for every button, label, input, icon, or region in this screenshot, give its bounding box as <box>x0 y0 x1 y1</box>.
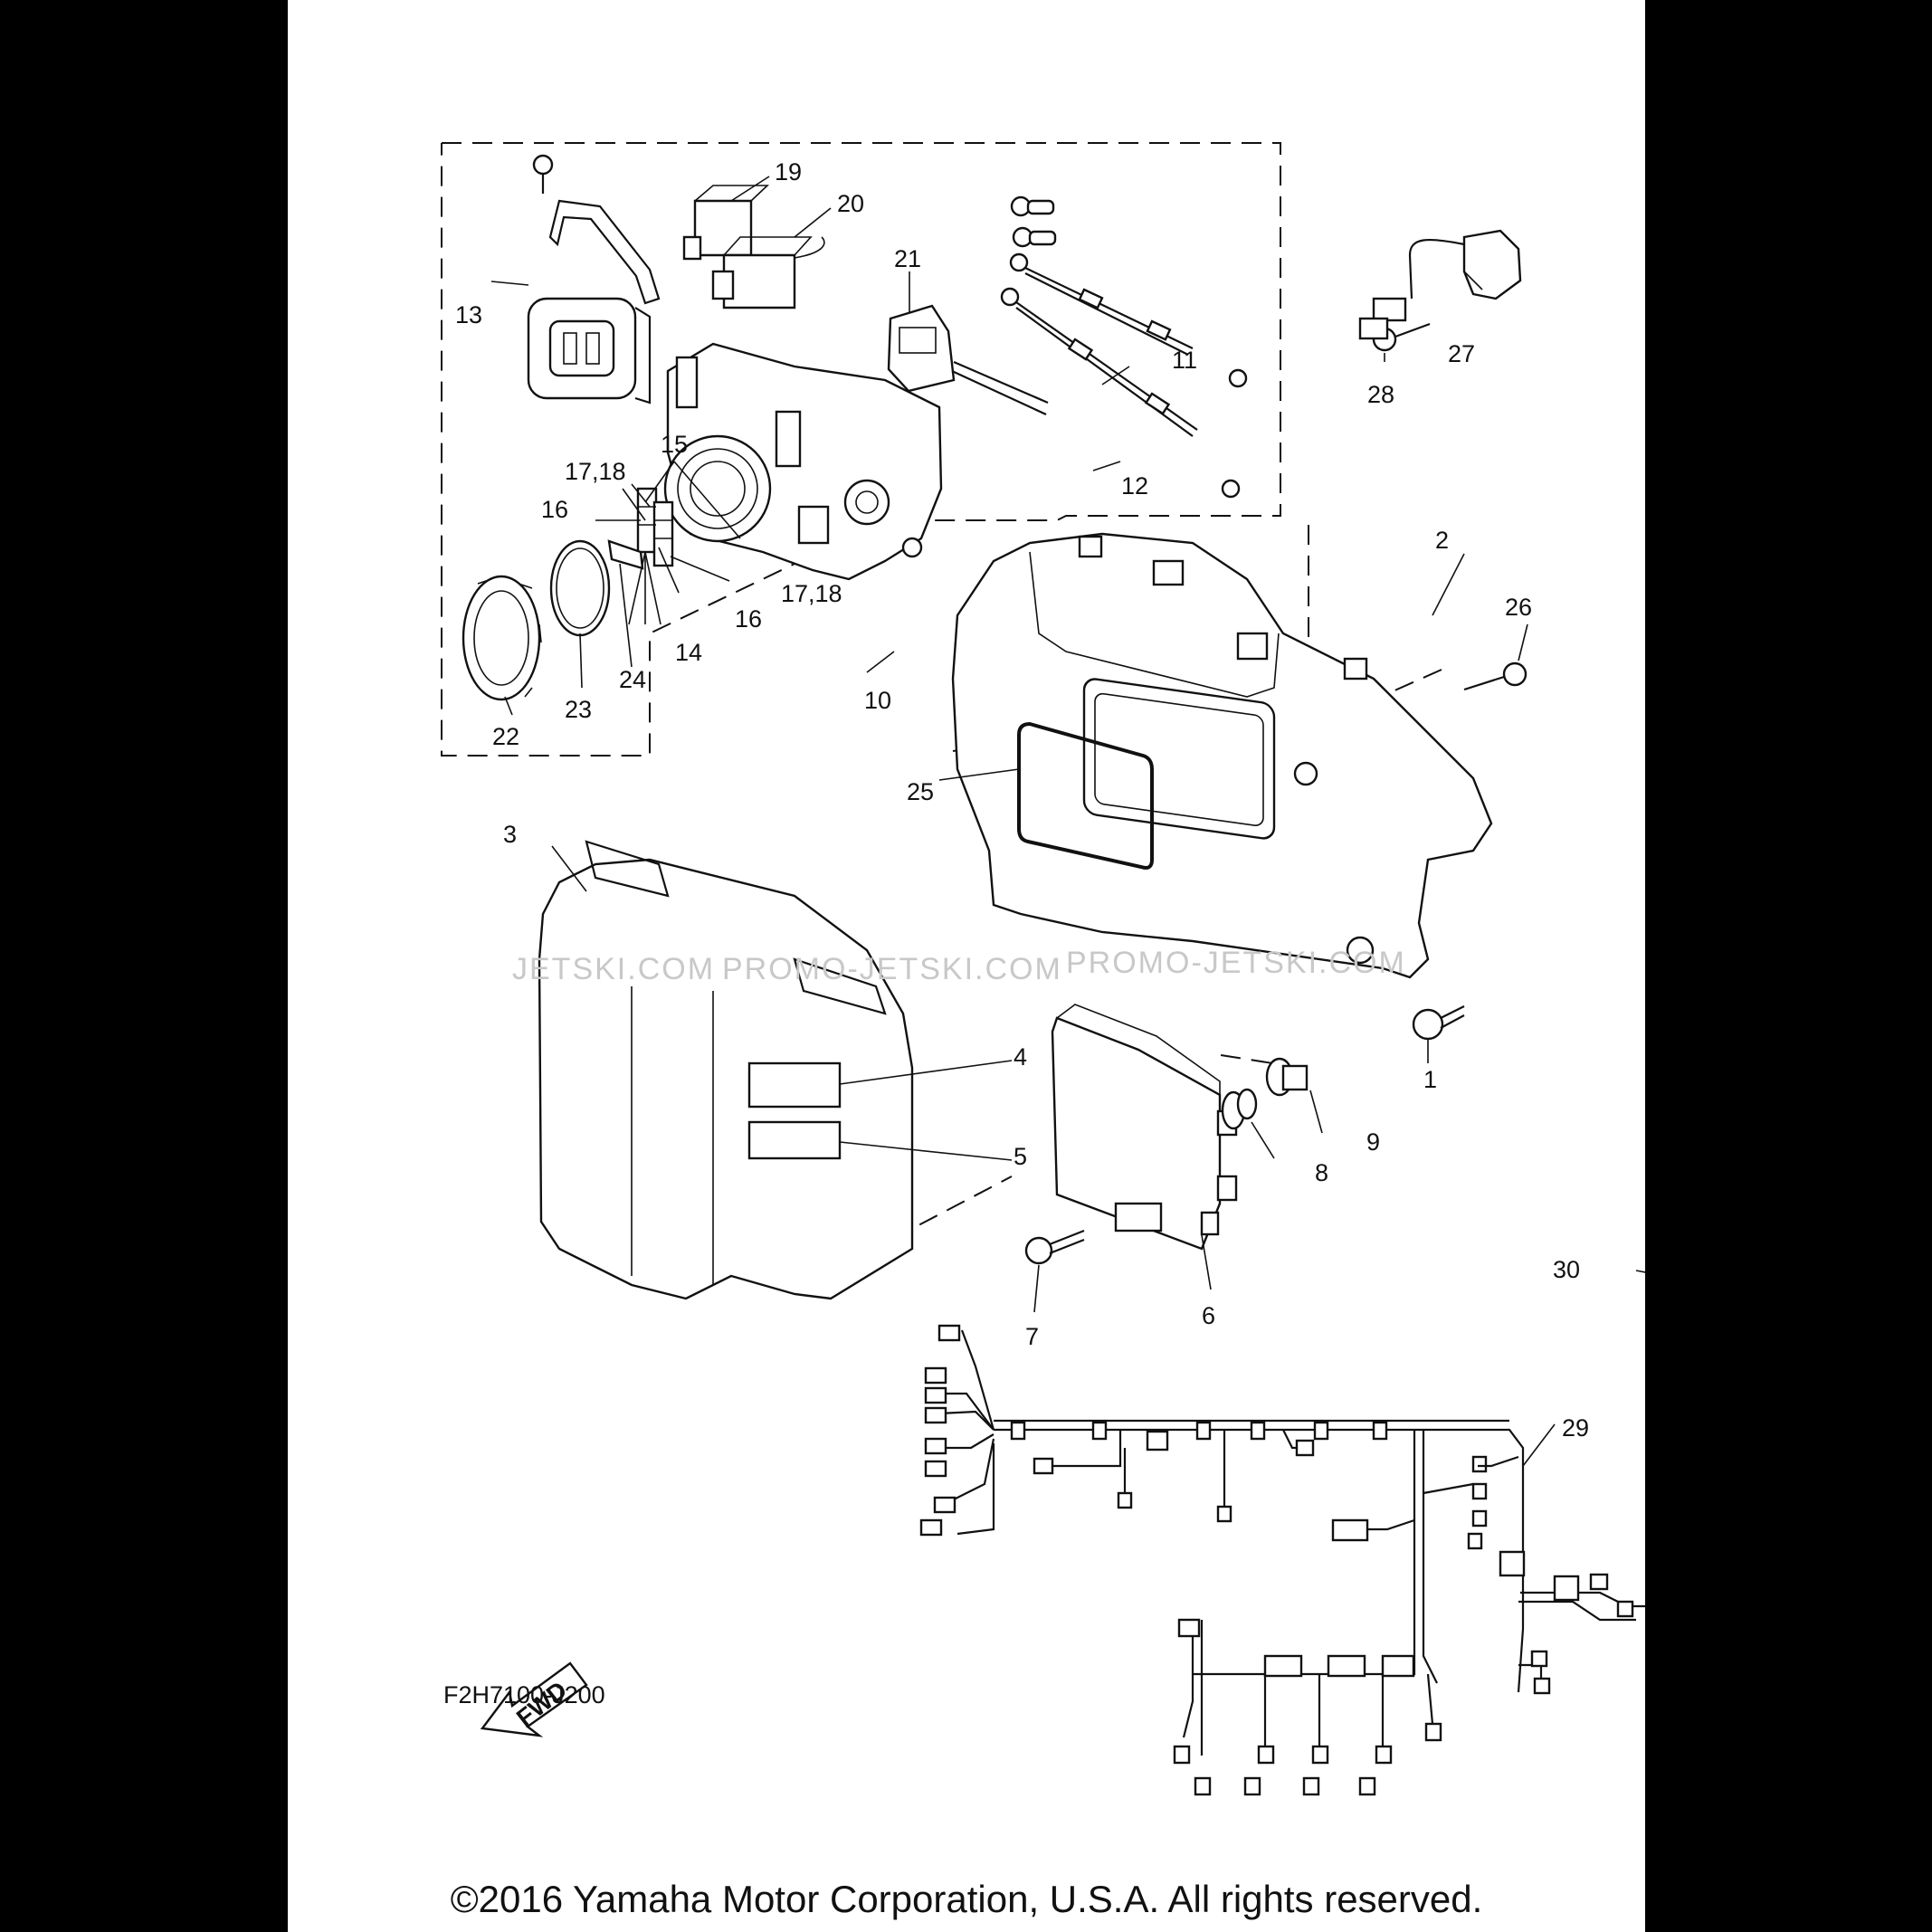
cap-part-22 <box>462 575 542 701</box>
diagram-sheet: FWD <box>288 0 1645 1932</box>
reference-line-7 <box>864 1175 1013 1254</box>
callout-26: 26 <box>1505 594 1532 621</box>
parts-diagram: FWD <box>441 142 1645 1796</box>
bolt-part-1 <box>1412 1005 1465 1041</box>
cover-part-13 <box>527 297 652 404</box>
relay-part-20 <box>711 236 825 309</box>
callout-24: 24 <box>619 666 646 693</box>
callout-25: 25 <box>907 778 934 805</box>
callout-2: 2 <box>1435 527 1449 554</box>
callout-15: 15 <box>661 431 688 458</box>
subassembly-boundary <box>441 142 1281 757</box>
callout-21: 21 <box>894 245 921 272</box>
cover-box-part-3 <box>538 840 914 1300</box>
grommet-part-8 <box>1221 1088 1258 1130</box>
callout-17-18-right: 17,18 <box>781 580 842 607</box>
watermark-text-3: PROMO-JETSKI.COM <box>1066 946 1406 980</box>
callout-6: 6 <box>1202 1302 1215 1329</box>
cable-part-12 <box>1000 287 1241 499</box>
collar-part-9 <box>1265 1057 1309 1097</box>
callout-10: 10 <box>864 687 891 714</box>
callout-5: 5 <box>1014 1143 1027 1170</box>
diagram-code: F2H7100-J200 <box>443 1681 605 1708</box>
fittings <box>1010 195 1057 248</box>
housing-part-2 <box>951 532 1493 979</box>
watermark-text-2: PROMO-JETSKI.COM <box>722 952 1062 986</box>
sensor-part-21 <box>887 304 1049 415</box>
callout-12: 12 <box>1121 472 1148 500</box>
callout-13: 13 <box>455 301 482 328</box>
wire-harness-part-29 <box>919 1324 1645 1796</box>
bolt-part-7 <box>1024 1229 1085 1265</box>
callout-23: 23 <box>565 696 592 723</box>
callout-9: 9 <box>1366 1128 1380 1156</box>
callout-4: 4 <box>1014 1043 1027 1071</box>
ecu-part-6 <box>1051 1004 1238 1251</box>
callout-20: 20 <box>837 190 864 217</box>
callout-28: 28 <box>1367 381 1394 408</box>
callout-27: 27 <box>1448 340 1475 367</box>
bracket-13 <box>532 154 661 305</box>
leader-lines <box>490 176 1645 1467</box>
callout-17-18-left: 17,18 <box>565 458 626 485</box>
watermark-text-1: JETSKI.COM <box>512 952 715 986</box>
callout-29: 29 <box>1562 1414 1589 1442</box>
throttle-body-part-10 <box>663 342 943 581</box>
callout-11: 11 <box>1172 347 1197 374</box>
callout-3: 3 <box>503 821 517 848</box>
watermark: JETSKI.COM PROMO-JETSKI.COM PROMO-JETSKI… <box>512 946 1406 986</box>
callout-1: 1 <box>1423 1066 1437 1093</box>
bolt-part-26 <box>1463 661 1528 691</box>
callout-8: 8 <box>1315 1159 1328 1186</box>
callout-7: 7 <box>1025 1323 1039 1350</box>
callout-16-right: 16 <box>735 605 762 633</box>
callout-22: 22 <box>492 723 519 750</box>
callout-19: 19 <box>775 158 802 186</box>
relay-part-19 <box>682 185 770 261</box>
connector-parts-14-18 <box>636 487 674 567</box>
callout-16-left: 16 <box>541 496 568 523</box>
callout-30: 30 <box>1553 1256 1580 1283</box>
callout-14: 14 <box>675 639 702 666</box>
sensor-part-27 <box>1358 229 1522 340</box>
copyright-notice: ©2016 Yamaha Motor Corporation, U.S.A. A… <box>450 1878 1483 1920</box>
cable-part-11 <box>1009 252 1248 388</box>
clip-part-24 <box>607 539 644 570</box>
o-ring-part-23 <box>549 539 611 637</box>
gasket-part-25 <box>1017 721 1154 870</box>
callouts: 1 2 3 4 5 6 7 8 9 10 11 12 13 14 15 16 1… <box>455 158 1589 1442</box>
